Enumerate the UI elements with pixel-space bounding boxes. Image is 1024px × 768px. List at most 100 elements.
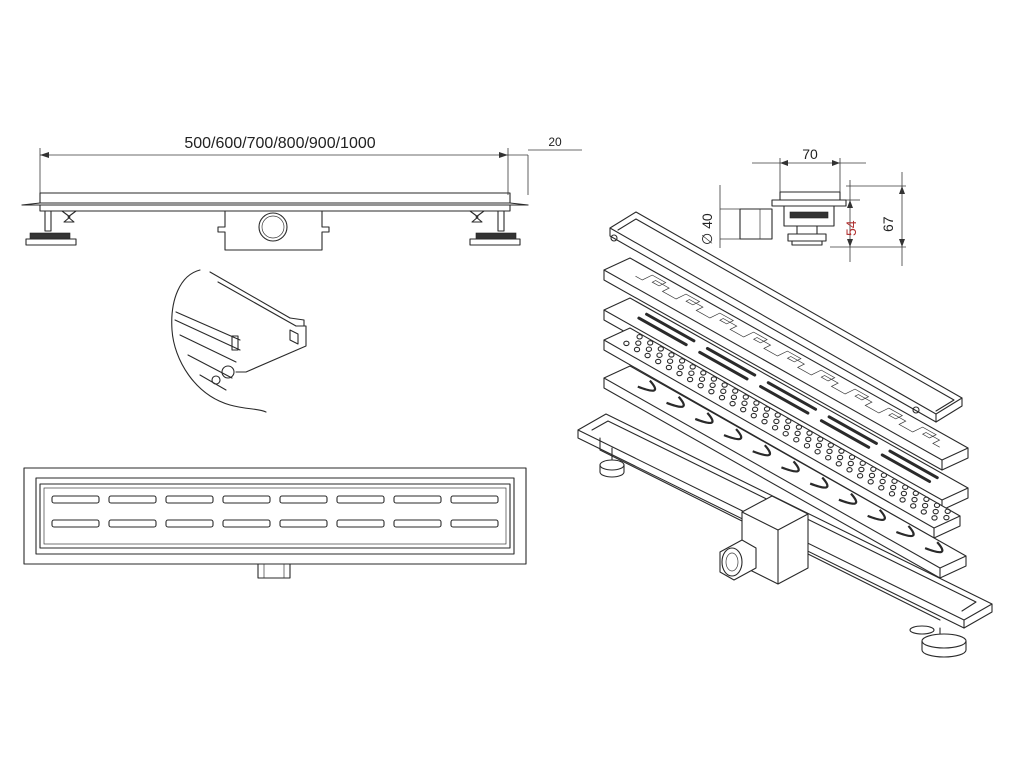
grate-wave bbox=[781, 460, 800, 473]
grate-hole bbox=[720, 388, 727, 395]
grate-slot bbox=[759, 385, 810, 415]
cross-section-view: 70 ∅ 40 54 67 bbox=[699, 146, 906, 266]
grate-hole bbox=[835, 461, 842, 467]
grate-hole bbox=[718, 394, 726, 401]
grate-wave bbox=[838, 492, 858, 505]
grate-slot bbox=[698, 350, 749, 381]
grate-wave bbox=[867, 509, 886, 521]
grate-wave bbox=[637, 379, 657, 392]
plan-slot bbox=[165, 519, 214, 528]
grate-slot bbox=[888, 449, 939, 480]
grate-hole bbox=[751, 406, 759, 413]
isometric-foot-left bbox=[599, 447, 625, 478]
plan-slot bbox=[279, 519, 328, 528]
plan-slot bbox=[450, 519, 499, 528]
plan-slot bbox=[279, 495, 328, 504]
grate-hole bbox=[793, 436, 800, 443]
grate-wave bbox=[924, 541, 944, 554]
grate-hole bbox=[656, 352, 663, 358]
grate-hole bbox=[910, 503, 917, 509]
grate-hole bbox=[774, 412, 781, 418]
grate-wave bbox=[723, 428, 743, 441]
grate-hole bbox=[846, 467, 853, 473]
grate-hole bbox=[771, 424, 779, 431]
grate-hole bbox=[729, 400, 736, 407]
grate-hole bbox=[803, 442, 811, 449]
grate-hole bbox=[868, 472, 876, 479]
plan-slot bbox=[336, 495, 385, 504]
grate-hole bbox=[678, 358, 686, 364]
grate-hole bbox=[859, 460, 866, 466]
grate-hole bbox=[710, 376, 718, 382]
grate-hole bbox=[721, 382, 728, 388]
grate-hole bbox=[838, 448, 845, 454]
grate-hole bbox=[817, 436, 824, 442]
grate-hole bbox=[676, 370, 683, 377]
plan-slot bbox=[108, 519, 157, 528]
grate-hole bbox=[740, 406, 747, 413]
grate-slot bbox=[705, 346, 757, 377]
plan-view bbox=[23, 467, 527, 579]
plan-slot bbox=[51, 495, 100, 504]
grate-greek-key bbox=[603, 257, 969, 471]
grate-hole bbox=[931, 515, 938, 521]
grate-hole bbox=[806, 430, 813, 436]
grate-hole bbox=[900, 490, 908, 497]
grate-hole bbox=[697, 382, 704, 389]
grate-hole bbox=[785, 418, 792, 424]
grate-hole bbox=[944, 508, 951, 515]
channel-width-label: 70 bbox=[802, 146, 818, 162]
grate-hole bbox=[773, 418, 780, 425]
grate-hole bbox=[644, 352, 651, 359]
grate-hole bbox=[891, 478, 898, 484]
left-adjustable-foot bbox=[25, 210, 77, 246]
grate-hole bbox=[858, 466, 865, 473]
edge-dimension-label: 20 bbox=[548, 135, 562, 149]
total-height-label: 67 bbox=[880, 216, 896, 232]
plan-slot bbox=[222, 519, 271, 528]
grate-hole bbox=[912, 490, 919, 497]
grate-slot bbox=[880, 453, 932, 483]
isometric-frame bbox=[609, 211, 963, 423]
grate-waves bbox=[603, 365, 967, 579]
grate-hole bbox=[836, 454, 844, 461]
grate-hole bbox=[730, 394, 738, 401]
grate-slot bbox=[766, 381, 818, 411]
plan-slot bbox=[165, 495, 214, 504]
grate-hole bbox=[870, 466, 877, 472]
grate-hole bbox=[932, 508, 939, 515]
grate-slot bbox=[645, 312, 696, 343]
grate-hole bbox=[890, 484, 897, 491]
isometric-foot-right bbox=[909, 625, 967, 658]
grate-hole bbox=[920, 509, 927, 515]
grate-hole bbox=[921, 502, 929, 509]
grate-wave bbox=[752, 444, 772, 457]
grate-hole bbox=[805, 436, 812, 443]
outlet-height-label: 54 bbox=[843, 220, 859, 236]
grate-hole bbox=[848, 454, 856, 460]
grate-hole bbox=[815, 442, 823, 449]
grate-wave bbox=[694, 412, 714, 425]
grate-wave bbox=[809, 476, 829, 489]
grate-hole bbox=[795, 424, 803, 430]
grate-hole bbox=[878, 485, 885, 491]
grate-hole bbox=[814, 448, 821, 455]
grate-slot bbox=[637, 316, 688, 347]
grate-hole bbox=[666, 358, 674, 364]
grate-hole bbox=[677, 364, 684, 370]
grate-hole bbox=[826, 448, 833, 455]
grate-hole bbox=[933, 502, 941, 509]
right-adjustable-foot bbox=[469, 210, 521, 246]
plan-slot bbox=[51, 519, 100, 528]
grate-hole bbox=[827, 442, 834, 448]
plan-grate-slots bbox=[51, 495, 499, 528]
plan-slot bbox=[393, 519, 442, 528]
exploded-isometric-view bbox=[577, 211, 993, 658]
grate-hole bbox=[761, 418, 768, 425]
grate-hole bbox=[742, 394, 749, 400]
grate-hole bbox=[888, 491, 896, 497]
grate-hole bbox=[943, 514, 950, 521]
grate-hole bbox=[732, 388, 739, 394]
grate-hole bbox=[741, 400, 748, 407]
